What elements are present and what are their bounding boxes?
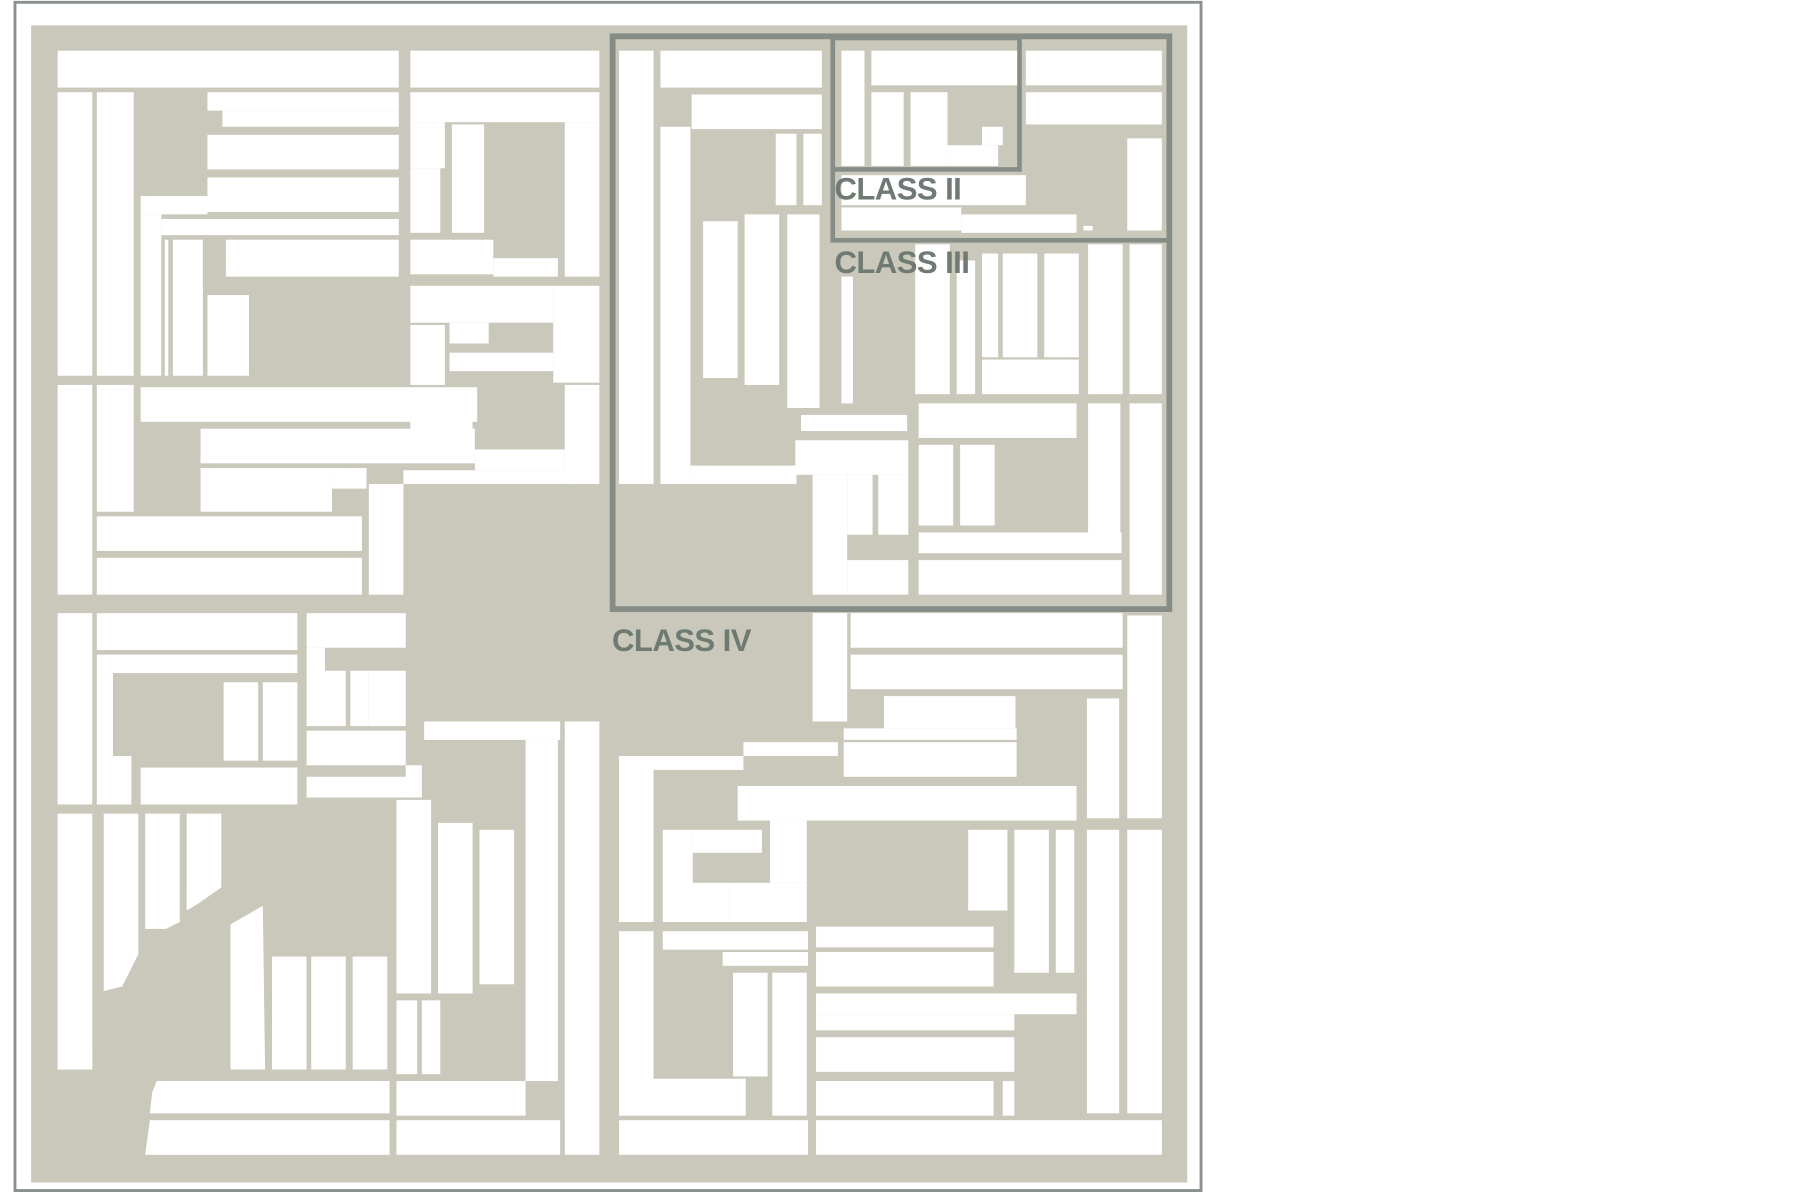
class-iii-label: CLASS III [834,245,969,280]
parcels [57,50,1162,1155]
class-ii-label: CLASS II [834,171,961,206]
class-ii-boundary [830,35,1022,172]
class-iv-label: CLASS IV [612,623,752,658]
